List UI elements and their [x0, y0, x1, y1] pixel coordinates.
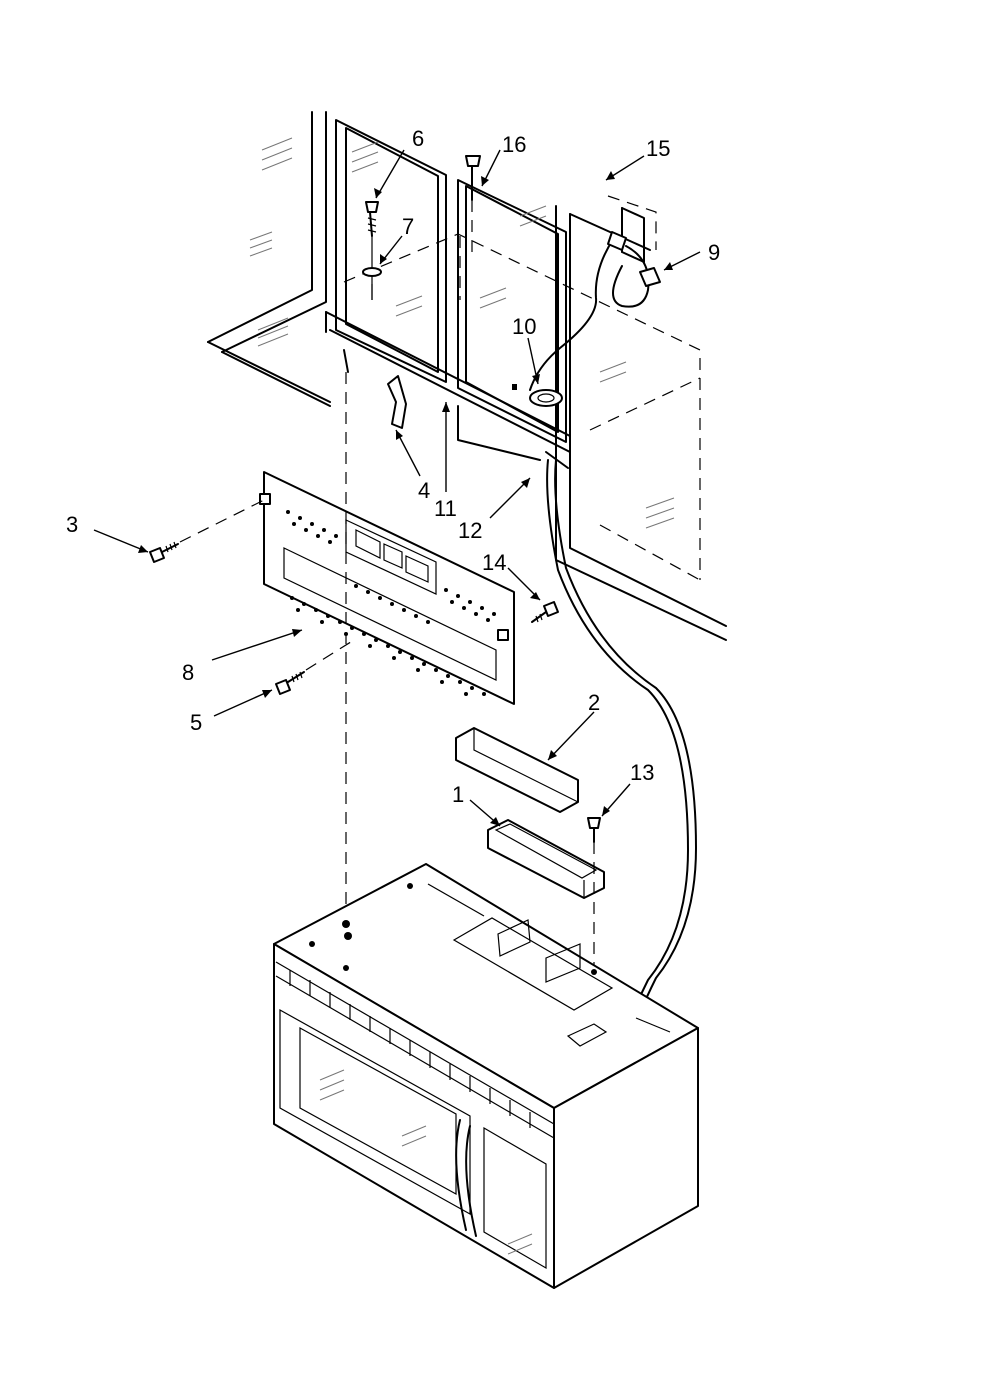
callout-labels: 1 2 3 4 5 6 7 8 9 10 11 12 13 14 15 16 [66, 126, 720, 807]
callout-7: 7 [402, 214, 414, 239]
callout-15: 15 [646, 136, 670, 161]
upper-cabinets [207, 111, 727, 641]
callout-9: 9 [708, 240, 720, 265]
cord-clip [639, 267, 661, 287]
toggle-bolt-16 [465, 155, 517, 390]
wall-outlet [607, 195, 657, 263]
callout-6: 6 [412, 126, 424, 151]
cord-grommet [529, 389, 563, 407]
template-marker-4 [387, 375, 407, 429]
screw-3 [149, 499, 265, 563]
screw-13 [587, 817, 601, 970]
mounting-plate [259, 471, 515, 705]
power-cord [529, 231, 697, 1131]
callout-11: 11 [434, 496, 457, 521]
callout-16: 16 [502, 132, 526, 157]
screw-14 [531, 601, 559, 623]
callout-10: 10 [512, 314, 536, 339]
callout-1: 1 [452, 782, 464, 807]
screw-6-washer-7 [362, 201, 382, 300]
callout-leaders [93, 149, 701, 827]
callout-13: 13 [630, 760, 654, 785]
callout-3: 3 [66, 512, 78, 537]
damper [455, 727, 579, 813]
screw-5 [275, 639, 355, 695]
callout-12: 12 [458, 518, 482, 543]
microwave-oven [273, 863, 699, 1289]
callout-5: 5 [190, 710, 202, 735]
callout-8: 8 [182, 660, 194, 685]
callout-4: 4 [418, 478, 430, 503]
callout-14: 14 [482, 550, 506, 575]
duct-adaptor [487, 819, 605, 899]
callout-2: 2 [588, 690, 600, 715]
